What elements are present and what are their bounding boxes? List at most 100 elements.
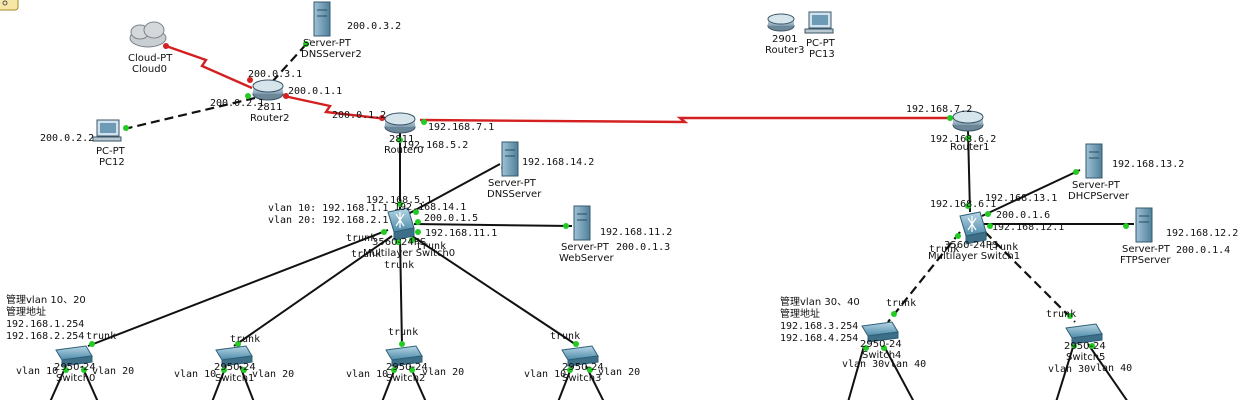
switch4-vlan30-label: vlan 30 (842, 359, 884, 370)
mlswitch1-device[interactable]: 3560-24PS Multilayer Switch1 (928, 211, 1020, 262)
link-mlswitch0-switch1[interactable] (233, 235, 393, 347)
link-mlswitch0-dnsserver[interactable] (407, 163, 501, 215)
ftpserver-name-label: FTPServer (1120, 255, 1171, 266)
switch2-name-label: Switch2 (386, 373, 425, 384)
mlswitch0-trunk-b: trunk (416, 241, 446, 252)
router2-type-label: 2811 (257, 102, 282, 113)
corner-tool-icon[interactable] (0, 0, 19, 11)
router-icon (252, 79, 284, 101)
switch0-type-label: 2950-24 (54, 362, 96, 373)
switch-icon (1065, 323, 1103, 345)
switch-icon (561, 345, 599, 367)
switch5-vlan40-label: vlan 40 (1090, 363, 1132, 374)
switch2-trunk-label: trunk (388, 327, 418, 338)
switch5-vlan30-label: vlan 30 (1048, 364, 1090, 375)
mlswitch1-port-ip-dhcp: 192.168.13.1 (985, 193, 1057, 204)
note-left[interactable]: 管理vlan 10、20 管理地址 192.168.1.254 192.168.… (4, 292, 86, 344)
note-right[interactable]: 管理vlan 30、40 管理地址 192.168.3.254 192.168.… (780, 295, 860, 344)
serial-link-router2-router0[interactable] (283, 94, 397, 122)
webserver-type-label: Server-PT (561, 242, 610, 253)
router3-type-label: 2901 (772, 34, 797, 45)
note-left-line4: 192.168.2.254 (6, 331, 84, 342)
switch4-vlan40-label: vlan 40 (884, 359, 926, 370)
links (49, 39, 1134, 400)
switch1-type-label: 2950-24 (214, 362, 256, 373)
mlswitch0-vlan20-ip: vlan 20: 192.168.2.1 (268, 215, 388, 226)
dnsserver2-ip-label: 200.0.3.2 (347, 21, 401, 32)
dnsserver2-device[interactable]: 200.0.3.2 Server-PT DNSServer2 (301, 1, 401, 60)
switch2-vlan10-label: vlan 10 (346, 369, 388, 380)
router0-type-label: 2811 (389, 134, 414, 145)
switch5-device[interactable]: 2950-24 Switch5 (1064, 323, 1106, 363)
dnsserver-device[interactable]: 192.168.14.2 Server-PT DNSServer (487, 141, 594, 200)
switch3-type-label: 2950-24 (562, 362, 604, 373)
switch0-device[interactable]: 2950-24 Switch0 (54, 345, 96, 384)
server-icon (1085, 143, 1103, 179)
mlswitch1-type-label: 3560-24PS (944, 240, 998, 251)
ftpserver-device[interactable]: 192.168.12.2 200.0.1.4 Server-PT FTPServ… (1120, 207, 1238, 266)
pc12-device[interactable]: 200.0.2.2 PC-PT PC12 (40, 119, 126, 168)
dhcpserver-device[interactable]: 192.168.13.2 Server-PT DHCPServer (1068, 143, 1184, 202)
note-right-line2: 管理地址 (780, 307, 820, 320)
webserver-device[interactable]: 192.168.11.2 200.0.1.3 Server-PT WebServ… (559, 205, 672, 264)
switch5-name-label: Switch5 (1066, 352, 1105, 363)
switch5-trunk-label: trunk (1046, 309, 1076, 320)
mlswitch0-device[interactable]: 3560-24PS Multilayer Switch0 (363, 207, 455, 259)
switch0-vlan10-label: vlan 10 (16, 366, 58, 377)
switch-icon (861, 321, 899, 343)
link-mlswitch1-dhcpserver[interactable] (981, 169, 1081, 217)
note-right-line3: 192.168.3.254 (780, 321, 858, 332)
switch2-device[interactable]: 2950-24 Switch2 (385, 345, 428, 384)
router0-device[interactable]: 2811 Router0 (384, 112, 424, 156)
router0-port-ip-r1: 192.168.7.1 (428, 122, 494, 133)
switch3-vlan10-label: vlan 10 (524, 369, 566, 380)
switch3-device[interactable]: 2950-24 Switch3 (561, 345, 604, 384)
dnsserver-name-label: DNSServer (487, 189, 542, 200)
pc13-device[interactable]: PC-PT PC13 (804, 11, 836, 60)
mlswitch1-port-ip-ftp: 192.168.12.1 (992, 222, 1064, 233)
switch1-name-label: Switch1 (215, 373, 254, 384)
dhcpserver-name-label: DHCPServer (1068, 191, 1130, 202)
note-left-line3: 192.168.1.254 (6, 319, 84, 330)
router0-name-label: Router0 (384, 145, 424, 156)
cloud0-type-label: Cloud-PT (128, 53, 173, 64)
mlswitch0-trunk-d: trunk (384, 260, 414, 271)
cloud0-device[interactable]: Cloud-PT Cloud0 (128, 21, 173, 75)
switch0-vlan20-label: vlan 20 (92, 366, 134, 377)
router-icon (767, 13, 795, 32)
link-router2-dnsserver2[interactable] (271, 39, 311, 83)
switch2-vlan20-label: vlan 20 (422, 367, 464, 378)
switch2-type-label: 2950-24 (386, 362, 428, 373)
link-router2-pc12[interactable] (119, 96, 256, 132)
router0-port-ip-down: 192.168.5.2 (402, 140, 468, 151)
mlswitch0-name-label: Multilayer Switch0 (363, 248, 455, 259)
link-mlswitch0-switch2[interactable] (399, 237, 403, 347)
router1-device[interactable]: Router1 (950, 110, 990, 153)
mlswitch0-port-ip-up: 192.168.5.1 (366, 195, 432, 206)
switch3-vlan20-label: vlan 20 (598, 367, 640, 378)
router3-device[interactable]: 2901 Router3 (765, 13, 805, 56)
switch4-device[interactable]: 2950-24 Switch4 (860, 321, 902, 361)
dhcpserver-type-label: Server-PT (1072, 180, 1121, 191)
ftpserver-ip-label: 192.168.12.2 (1166, 228, 1238, 239)
router2-name-label: Router2 (250, 113, 290, 124)
link-mlswitch0-webserver[interactable] (413, 223, 573, 227)
multilayer-switch-icon (959, 211, 987, 245)
mlswitch1-port-ip-pub: 200.0.1.6 (996, 210, 1050, 221)
link-mlswitch1-switch5[interactable] (984, 231, 1076, 323)
cloud-icon (129, 21, 167, 48)
router2-device[interactable]: 2811 Router2 (250, 79, 290, 124)
link-router1-mlswitch1[interactable] (967, 129, 971, 213)
serial-link-router0-router1[interactable] (419, 116, 968, 124)
serial-link-cloud0-router2[interactable] (165, 44, 253, 90)
switch1-trunk-label: trunk (230, 334, 260, 345)
pc-icon (804, 11, 834, 34)
link-mlswitch0-switch3[interactable] (411, 235, 579, 347)
dnsserver2-name-label: DNSServer2 (301, 49, 362, 60)
link-mlswitch1-switch4[interactable] (887, 231, 961, 323)
mlswitch0-trunk-c: trunk (351, 249, 381, 260)
switch1-device[interactable]: 2950-24 Switch1 (214, 345, 256, 384)
switch4-type-label: 2950-24 (860, 339, 902, 350)
link-mlswitch0-switch0[interactable] (87, 229, 389, 347)
dhcpserver-ip-label: 192.168.13.2 (1112, 159, 1184, 170)
